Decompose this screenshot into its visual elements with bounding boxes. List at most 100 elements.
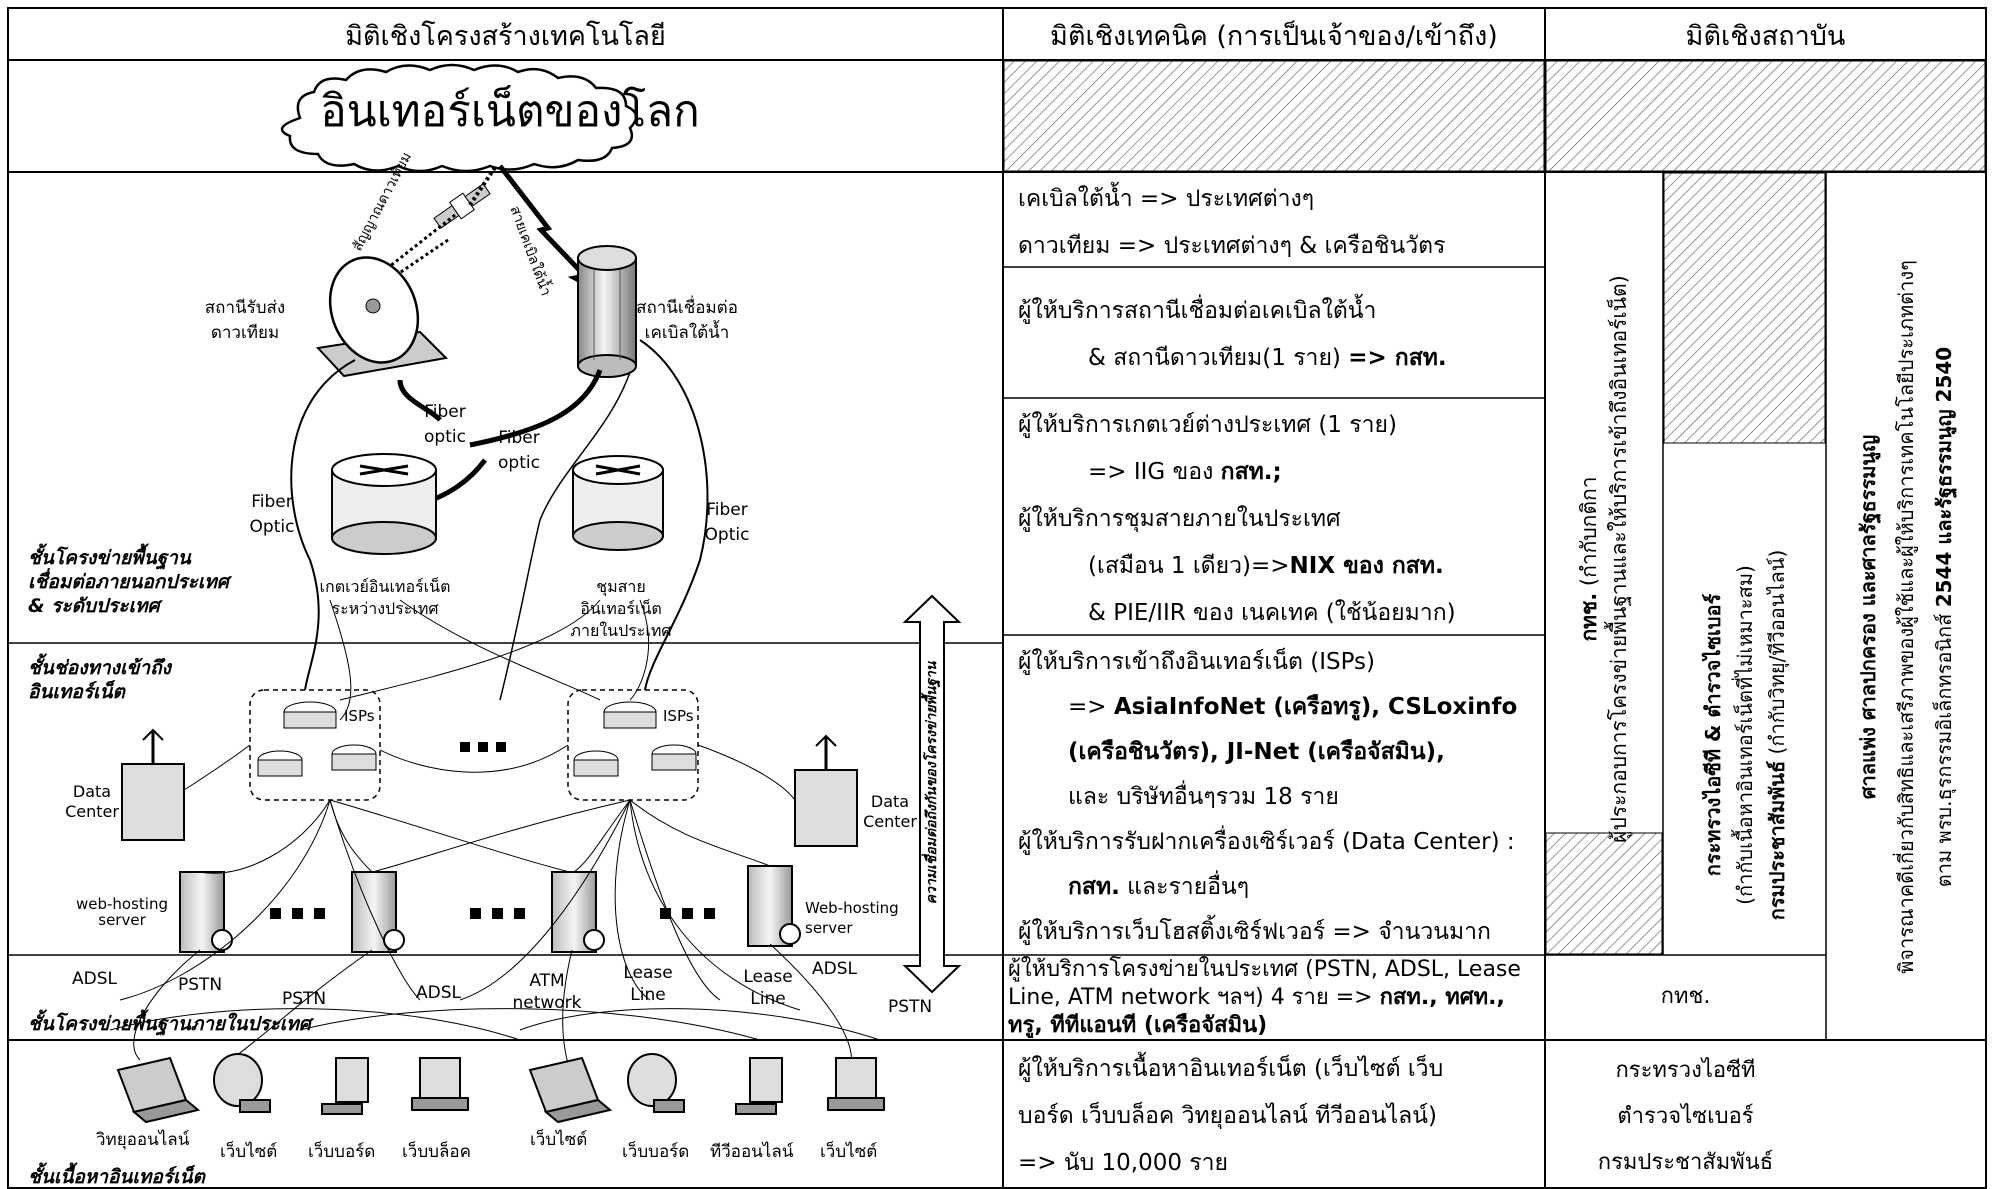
prd-sub: (กำกับวิทยุ/ทีวีออนไลน์) <box>1765 549 1789 761</box>
isp-group-left <box>249 689 381 801</box>
tech-line: (เครือชินวัตร), JI-Net (เครือจัสมิน), <box>1068 739 1445 765</box>
client-label: เว็บไซต์ <box>820 1142 878 1162</box>
web-hosting-right-label: Web-hosting server <box>805 899 899 937</box>
tech-line: & PIE/IIR ของ เนคเทค (ใช้น้อยมาก) <box>1088 600 1456 626</box>
mict-prd-text: กระทรวงไอซีที & ตำรวจไซเบอร์ (กำกับเนื้อ… <box>1697 445 1793 1025</box>
cable-station-icon <box>577 245 637 378</box>
technical-cell-4: ผู้ให้บริการเข้าถึงอินเทอร์เน็ต (ISPs) =… <box>1018 640 1517 955</box>
tech-bold: กสท.; <box>1220 459 1282 485</box>
link-label: ADSL <box>812 959 857 979</box>
domestic-exchange-router-icon <box>572 455 664 551</box>
content-regulator: กระทรวงไอซีที <box>1615 1058 1756 1083</box>
table-grid <box>7 7 1987 1189</box>
client-label: เว็บไซต์ <box>530 1130 588 1150</box>
ntc-short-label: กทช. <box>1660 984 1711 1009</box>
client-label: เว็บบอร์ด <box>622 1142 690 1162</box>
data-center-right-label: Data Center <box>863 792 917 831</box>
client-device-icons <box>116 1053 885 1124</box>
domestic-exchange-label: ชุมสายอินเทอร์เน็ตภายในประเทศ <box>570 577 672 640</box>
tech-line: => IIG ของ กสท.; <box>1018 449 1456 496</box>
tech-text: => IIG ของ <box>1088 459 1221 485</box>
tech-line: ผู้ให้บริการสถานีเชื่อมต่อเคเบิลใต้น้ำ <box>1018 298 1377 324</box>
web-hosting-left-label: web-hosting server <box>75 895 168 929</box>
header-technology-structure: มิติเชิงโครงสร้างเทคโนโลยี <box>345 20 666 52</box>
tech-line: และ บริษัทอื่นๆรวม 18 ราย <box>1068 784 1339 810</box>
server-icons <box>179 865 801 953</box>
link-label: PSTN <box>888 997 933 1017</box>
client-label: เว็บไซต์ <box>220 1142 278 1162</box>
header-technical: มิติเชิงเทคนิค (การเป็นเจ้าของ/เข้าถึง) <box>1050 20 1498 52</box>
mict-sub: (กำกับเนื้อหาอินเทอร์เน็ตที่ไม่เหมาะสม) <box>1733 565 1757 905</box>
client-label: เว็บบอร์ด <box>308 1142 376 1162</box>
isps-label-2: ISPs <box>663 707 694 725</box>
satellite-dish-icon <box>315 256 449 378</box>
tech-line: ผู้ให้บริการเกตเวย์ต่างประเทศ (1 ราย) <box>1018 412 1397 438</box>
tech-text: => <box>1068 694 1114 720</box>
content-regulators: กระทรวงไอซีที ตำรวจไซเบอร์ กรมประชาสัมพั… <box>1545 1048 1826 1186</box>
data-center-right-icon <box>794 734 858 847</box>
tech-line: & สถานีดาวเทียม(1 ราย) => กสท. <box>1018 335 1447 382</box>
layer-international-label: ชั้นโครงข่ายพื้นฐาน เชื่อมต่อภายนอกประเท… <box>28 547 229 617</box>
court-sub: พิจารณาคดีเกี่ยวกับสิทธิและเสรีภาพของผู้… <box>1894 260 1918 974</box>
tech-line: ผู้ให้บริการเข้าถึงอินเทอร์เน็ต (ISPs) <box>1018 649 1376 675</box>
tech-line: ผู้ให้บริการเว็บโฮสติ้งเซิร์ฟเวอร์ => จำ… <box>1018 919 1491 945</box>
tech-line: ผู้ให้บริการชุมสายภายในประเทศ <box>1018 506 1341 532</box>
tech-line: (เสมือน 1 เดียว)=>NIX ของ กสท. <box>1018 543 1456 590</box>
content-regulator: กรมประชาสัมพันธ์ <box>1597 1150 1774 1175</box>
tech-line: ผู้ให้บริการโครงข่ายในประเทศ (PSTN, ADSL… <box>1008 957 1521 982</box>
ntc-regulator-text: กทช. (กำกับกติกา ผู้ประกอบการโครงข่ายพื้… <box>1574 269 1634 849</box>
link-label: ATM network <box>512 971 582 1013</box>
technical-cell-3: ผู้ให้บริการเกตเวย์ต่างประเทศ (1 ราย) =>… <box>1018 402 1456 637</box>
tech-line: เคเบิลใต้น้ำ => ประเทศต่างๆ <box>1018 186 1315 212</box>
fiber-optic-label-2: Fiber optic <box>498 428 540 473</box>
cloud-label: อินเทอร์เน็ตของโลก <box>320 86 700 137</box>
hatched-areas <box>1003 60 1986 955</box>
fiber-optic-links <box>290 339 709 701</box>
law-bold: 2544 และรัฐธรรมนูญ 2540 <box>1932 346 1956 608</box>
link-label: ADSL <box>416 983 461 1003</box>
fiber-optic-label-left: Fiber Optic <box>249 492 295 537</box>
tech-line: => AsiaInfoNet (เครือทรู), CSLoxinfo <box>1018 685 1517 730</box>
court-title: ศาลแพ่ง ศาลปกครอง และศาลรัฐธรรมนูญ <box>1856 434 1880 800</box>
ntc-desc: ผู้ประกอบการโครงข่ายพื้นฐานและให้บริการเ… <box>1607 275 1631 843</box>
link-label: Lease Line <box>623 963 673 1005</box>
tech-line: บอร์ด เว็บบล็อค วิทยุออนไลน์ ทีวีออนไลน์… <box>1018 1103 1437 1129</box>
tech-bold: กสท. <box>1068 874 1120 900</box>
technical-cell-6: ผู้ให้บริการเนื้อหาอินเทอร์เน็ต (เว็บไซต… <box>1018 1046 1443 1187</box>
ellipsis-dots <box>270 742 715 919</box>
isps-label-1: ISPs <box>344 707 375 725</box>
tech-line: ผู้ให้บริการรับฝากเครื่องเซิร์เวอร์ (Dat… <box>1018 829 1515 855</box>
ntc-title: กทช. <box>1577 592 1601 642</box>
intl-gateway-router-icon <box>331 453 437 555</box>
tech-text: และรายอื่นๆ <box>1119 874 1250 900</box>
tech-bold: กสท., ทศท., <box>1379 985 1505 1010</box>
fiber-optic-label-1: Fiber optic <box>424 402 466 447</box>
prd-title: กรมประชาสัมพันธ์ <box>1765 760 1789 921</box>
client-label: ทีวีออนไลน์ <box>710 1142 794 1162</box>
cable-station-label: สถานีเชื่อมต่อเคเบิลใต้น้ำ <box>636 298 738 343</box>
tech-line: ผู้ให้บริการเนื้อหาอินเทอร์เน็ต (เว็บไซต… <box>1018 1056 1444 1082</box>
courts-text: ศาลแพ่ง ศาลปกครอง และศาลรัฐธรรมนูญ พิจาร… <box>1849 197 1963 1037</box>
link-label: PSTN <box>178 975 223 995</box>
client-label: เว็บบล็อค <box>402 1142 471 1162</box>
data-center-left-icon <box>121 728 185 841</box>
link-label: Lease Line <box>743 967 793 1009</box>
tech-line: => นับ 10,000 ราย <box>1018 1150 1229 1176</box>
law-text: ตาม พรบ.ธุรกรรมอิเล็กทรอนิกส์ <box>1932 607 1956 888</box>
client-label: วิทยุออนไลน์ <box>96 1130 190 1150</box>
network-mesh-lines <box>109 599 881 1071</box>
link-label: PSTN <box>282 989 327 1009</box>
content-regulator: ตำรวจไซเบอร์ <box>1617 1104 1754 1129</box>
fiber-optic-label-right: Fiber Optic <box>704 500 750 545</box>
tech-line: ทรู, ทีทีแอนที (เครือจัสมิน) <box>1008 1013 1268 1038</box>
layer-content-label: ชั้นเนื้อหาอินเทอร์เน็ต <box>28 1166 205 1188</box>
isp-group-right <box>567 689 699 801</box>
data-center-left-label: Data Center <box>65 782 119 821</box>
technical-cell-5: ผู้ให้บริการโครงข่ายในประเทศ (PSTN, ADSL… <box>1008 956 1521 1040</box>
satellite-station-label: สถานีรับส่งดาวเทียม <box>204 298 286 343</box>
link-label: ADSL <box>72 969 117 989</box>
tech-bold: => กสท. <box>1348 345 1447 371</box>
tech-line: Line, ATM network ฯลฯ) 4 ราย => กสท., ทศ… <box>1008 984 1521 1012</box>
ntc-sub: (กำกับกติกา <box>1577 476 1601 587</box>
mict-title: กระทรวงไอซีที & ตำรวจไซเบอร์ <box>1701 593 1725 877</box>
